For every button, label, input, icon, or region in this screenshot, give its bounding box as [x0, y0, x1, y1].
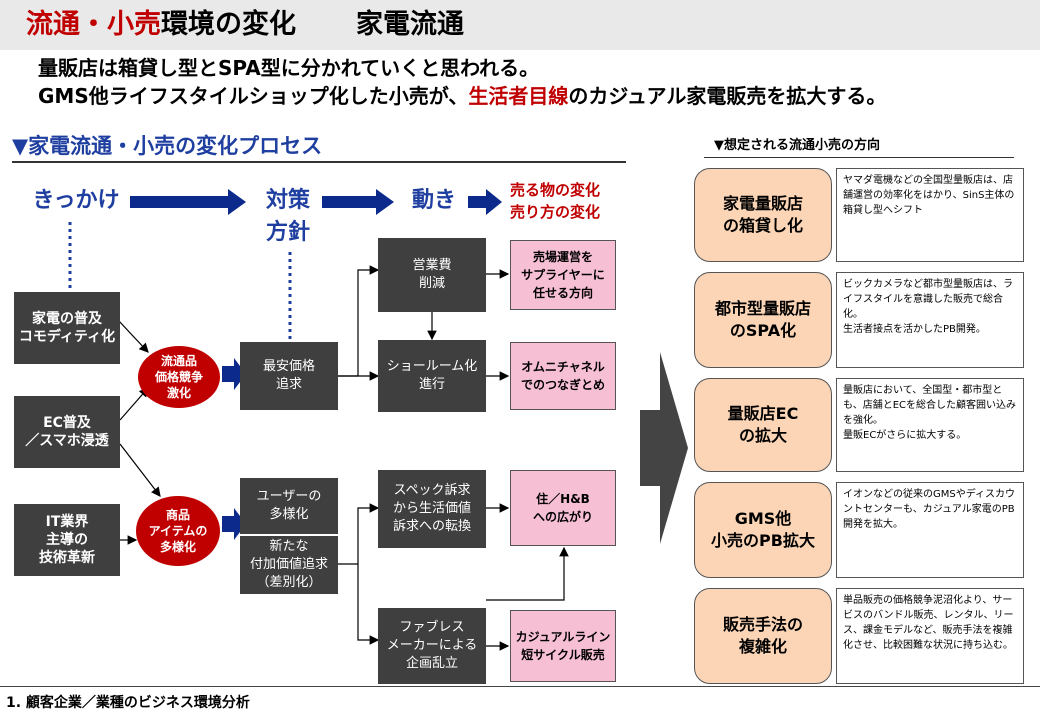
- stage-movement: 動き: [411, 188, 456, 213]
- direction-label-box-lending: 家電量販店 の箱貸し化: [694, 168, 832, 262]
- circle-item-diversification: 商品 アイテムの 多様化: [136, 496, 220, 566]
- direction-label-urban-spa: 都市型量販店 のSPA化: [694, 272, 832, 368]
- direction-label-sales-complexity: 販売手法の 複雑化: [694, 588, 832, 684]
- stage-change-2: 売り方の変化: [510, 203, 601, 221]
- footer-caption: 1. 顧客企業／業種のビジネス環境分析: [6, 695, 250, 711]
- direction-desc-urban-spa: ビックカメラなど都市型量販店は、ライフスタイルを意識した販売で総合化。 生活者接…: [836, 272, 1024, 368]
- result-supplier-operation: 売場運営を サプライヤーに 任せる方向: [510, 240, 616, 310]
- result-housing-hb: 住／H&B への広がり: [510, 470, 616, 546]
- stage-arrow-2: [322, 189, 394, 215]
- direction-desc-box-lending: ヤマダ電機などの全国型量販店は、店舗運営の効率化をはかり、SinS主体の箱貸し型…: [836, 168, 1024, 262]
- stage-trigger: きっかけ: [32, 188, 120, 213]
- lead-line-2-b: のカジュアル家電販売を拡大する。: [568, 84, 887, 108]
- stage-change-1: 売る物の変化: [510, 181, 601, 199]
- policy-user-diversification: ユーザーの 多様化: [240, 478, 338, 534]
- lead-line-2-highlight: 生活者目線: [468, 84, 569, 108]
- direction-label-gms-pb: GMS他 小売のPB拡大: [694, 482, 832, 578]
- direction-section-divider: [704, 157, 1014, 158]
- result-omnichannel: オムニチャネル でのつなぎとめ: [510, 342, 616, 410]
- title-red-part: 流通・小売: [26, 9, 161, 40]
- result-casual-line: カジュアルライン 短サイクル販売: [510, 610, 616, 682]
- movement-life-value: スペック訴求 から生活価値 訴求への転換: [378, 470, 486, 548]
- stage-arrow-1: [130, 189, 246, 215]
- movement-fabless: ファブレス メーカーによる 企画乱立: [378, 608, 486, 684]
- trigger-commodity: 家電の普及 コモディティ化: [14, 292, 120, 364]
- footer-divider: [0, 686, 1040, 687]
- stage-policy-1: 対策: [265, 188, 310, 213]
- direction-label-ec-expansion: 量販店EC の拡大: [694, 378, 832, 472]
- transition-arrow: [640, 352, 688, 544]
- policy-lowest-price: 最安価格 追求: [240, 342, 338, 410]
- lead-line-2: GMS他ライフスタイルショップ化した小売が、生活者目線のカジュアル家電販売を拡大…: [38, 82, 886, 110]
- process-section-divider: [12, 161, 626, 163]
- movement-showrooming: ショールーム化 進行: [378, 340, 486, 412]
- trigger-ec-smartphone: EC普及 ／スマホ浸透: [14, 396, 120, 468]
- movement-cost-reduction: 営業費 削減: [378, 238, 486, 312]
- lead-line-2-a: GMS他ライフスタイルショップ化した小売が、: [38, 84, 469, 108]
- direction-section-title: ▼想定される流通小売の方向: [714, 138, 880, 153]
- process-section-title: ▼家電流通・小売の変化プロセス: [12, 134, 323, 158]
- direction-desc-gms-pb: イオンなどの従来のGMSやディスカウントセンターも、カジュアル家電のPB開発を拡…: [836, 482, 1024, 578]
- stage-policy-2: 方針: [265, 220, 310, 245]
- title-black-part: 環境の変化: [161, 9, 296, 40]
- policy-added-value: 新たな 付加価値追求 （差別化）: [240, 536, 338, 594]
- direction-desc-sales-complexity: 単品販売の価格競争泥沼化より、サービスのバンドル販売、レンタル、リース、課金モデ…: [836, 588, 1024, 684]
- circle-price-competition: 流通品 価格競争 激化: [138, 346, 220, 408]
- page-title: 流通・小売環境の変化 家電流通: [26, 6, 464, 44]
- lead-line-1: 量販店は箱貸し型とSPA型に分かれていくと思われる。: [38, 56, 540, 80]
- trigger-it-innovation: IT業界 主導の 技術革新: [14, 504, 120, 576]
- title-bar: [0, 0, 1040, 50]
- stage-arrow-3: [468, 189, 502, 215]
- direction-desc-ec-expansion: 量販店において、全国型・都市型とも、店舗とECを総合した顧客囲い込みを強化。 量…: [836, 378, 1024, 472]
- title-subject: 家電流通: [356, 9, 464, 40]
